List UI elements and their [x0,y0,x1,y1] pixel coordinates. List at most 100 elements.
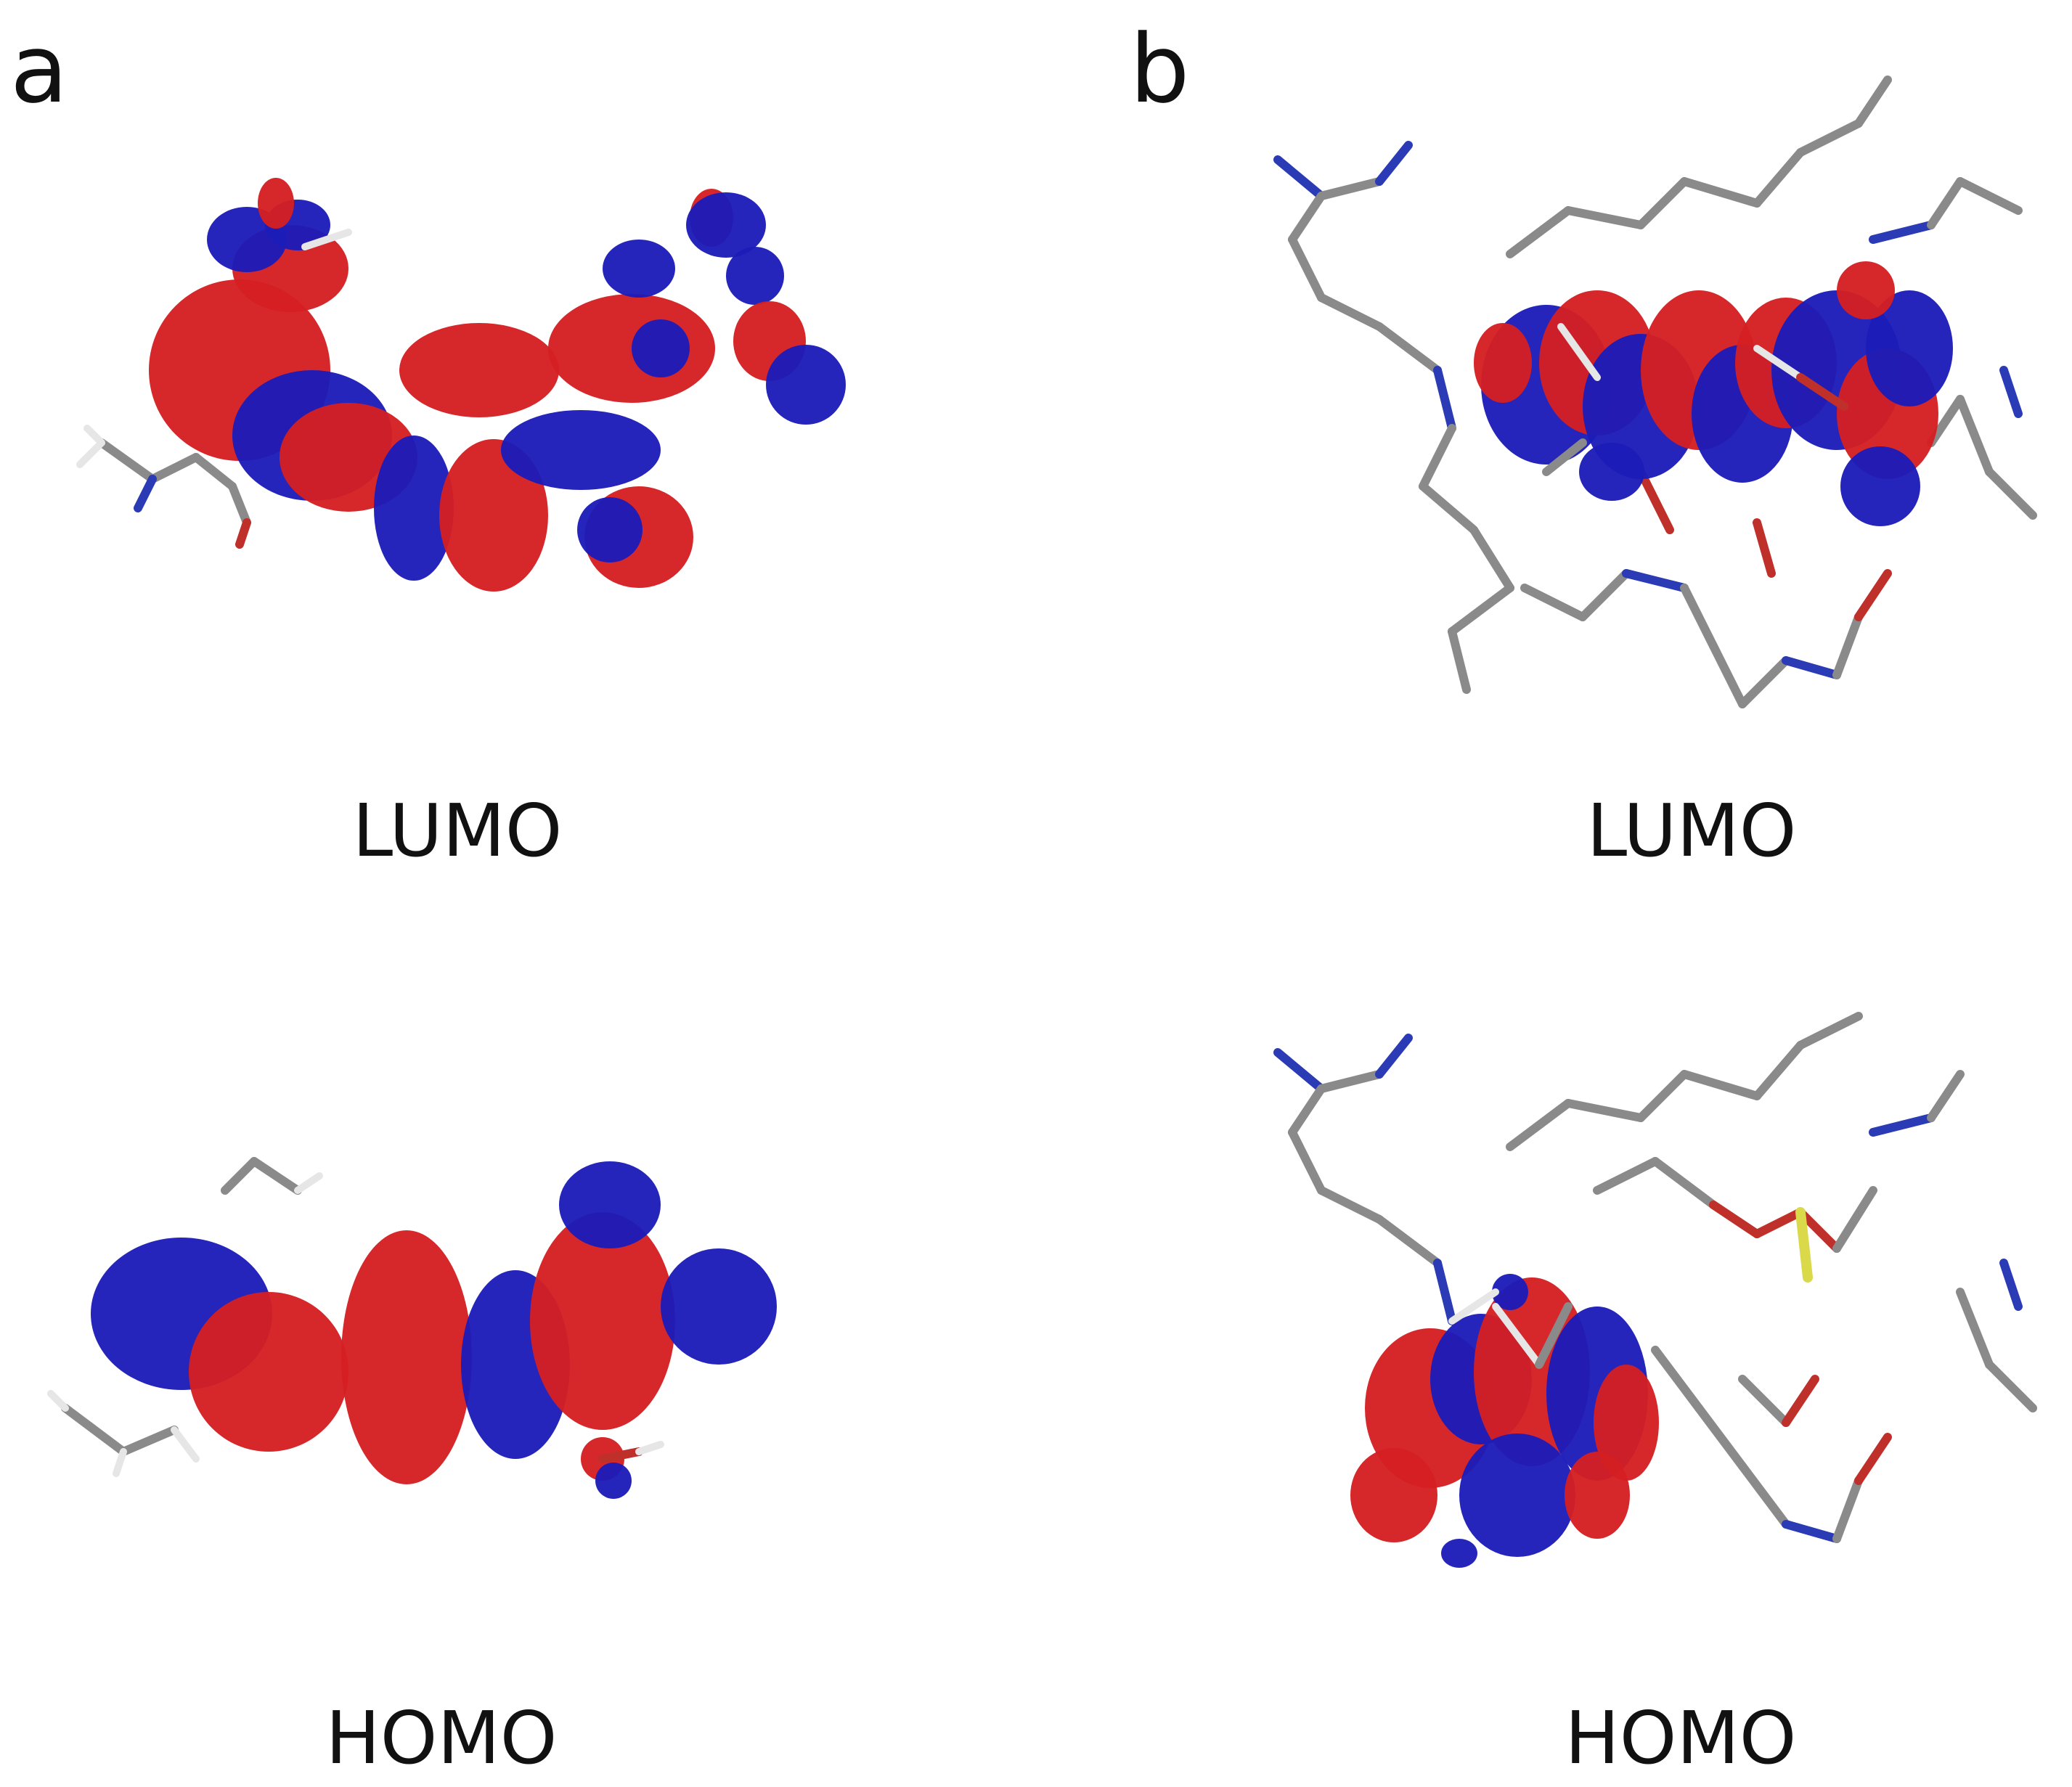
bond [635,1441,664,1455]
bond [1956,395,1994,476]
bond [1317,1070,1384,1093]
bond [1433,366,1456,433]
bond [97,438,157,483]
bond [1317,177,1384,200]
bond [1469,526,1514,592]
bond [1375,141,1413,186]
lobe [1459,1434,1575,1557]
bond [1738,1462,1790,1529]
bond [1288,235,1326,302]
bond [598,1447,643,1463]
bond [76,439,105,468]
bond [1419,482,1478,534]
bond [1709,642,1747,708]
bond [1854,1433,1892,1485]
bond [1273,1048,1326,1093]
bond [1753,345,1804,381]
bond [134,475,157,512]
bond [1542,438,1587,476]
bond [1636,467,1674,534]
bond [1738,656,1790,708]
bond [113,1448,127,1477]
lobe [559,1161,661,1248]
panel-b-lumo-orbital [1273,75,2037,708]
lobe [1441,1539,1477,1568]
orbital-lobes [1474,261,1953,526]
bond [1832,1186,1877,1253]
lobe [1492,1274,1528,1310]
bond [1535,1302,1573,1369]
orbital-lobes [149,178,846,592]
bond [119,1426,179,1456]
lobe [374,435,454,581]
stick-bonds [76,229,352,549]
bond [1578,569,1631,621]
bond [1796,1012,1863,1050]
bond [1782,1375,1819,1427]
lobe [595,1463,632,1499]
bond [1956,177,2023,215]
lobe [577,497,643,563]
bond [1448,627,1471,694]
bond [1854,569,1892,621]
panel-b-homo-label: HOMO [1565,1696,1797,1780]
stick-bonds [47,1157,664,1477]
bond [47,1390,69,1412]
bond [1375,1034,1413,1079]
bond [1869,1113,1936,1137]
panel-a-homo-label: HOMO [325,1696,558,1780]
bond [192,453,237,491]
lobe [661,1248,777,1365]
bond [1753,518,1776,578]
lobe [1840,446,1920,526]
bond [1927,1070,1965,1122]
bond [1927,395,1965,447]
bond [1985,1360,2037,1412]
lobe [1866,290,1953,406]
lobe [1594,1365,1659,1481]
lobe [501,410,661,490]
bond [1832,613,1863,679]
stick-bonds-front [1448,1288,1573,1369]
panel-a-letter: a [10,14,68,124]
bond [171,1426,200,1463]
bond [1753,1208,1805,1238]
bond [1854,75,1892,128]
lobe [766,345,846,425]
bond [1651,1157,1718,1209]
bond [1795,1207,1813,1283]
panel-a-homo-orbital [47,1157,777,1499]
bond [1999,1259,2023,1311]
lobe [1474,323,1532,403]
bond [1796,1208,1841,1253]
bond [1985,467,2037,520]
bond [1492,1303,1543,1368]
bond [1636,1070,1689,1122]
bond [1448,1288,1499,1325]
bond [1448,584,1514,636]
lobe [439,439,548,592]
bond [1796,373,1848,411]
bond [148,453,200,483]
bond [1564,1099,1645,1122]
bond [1273,155,1326,200]
bond [1622,569,1689,592]
bond [1506,206,1573,258]
bond [250,1157,302,1195]
lobe [632,319,690,377]
bond [1956,1288,1994,1369]
panel-b-letter: b [1130,14,1190,124]
bond [1520,584,1587,621]
bond [1680,584,1718,650]
stick-bonds [1273,75,2037,708]
bond [1375,322,1442,375]
bond [1557,323,1601,381]
bond [1796,119,1863,157]
bond [228,482,251,527]
lobe [1565,1452,1630,1539]
bond [294,1172,323,1194]
bond [1651,1346,1703,1412]
bond [1506,1099,1573,1151]
bond [1564,206,1645,229]
